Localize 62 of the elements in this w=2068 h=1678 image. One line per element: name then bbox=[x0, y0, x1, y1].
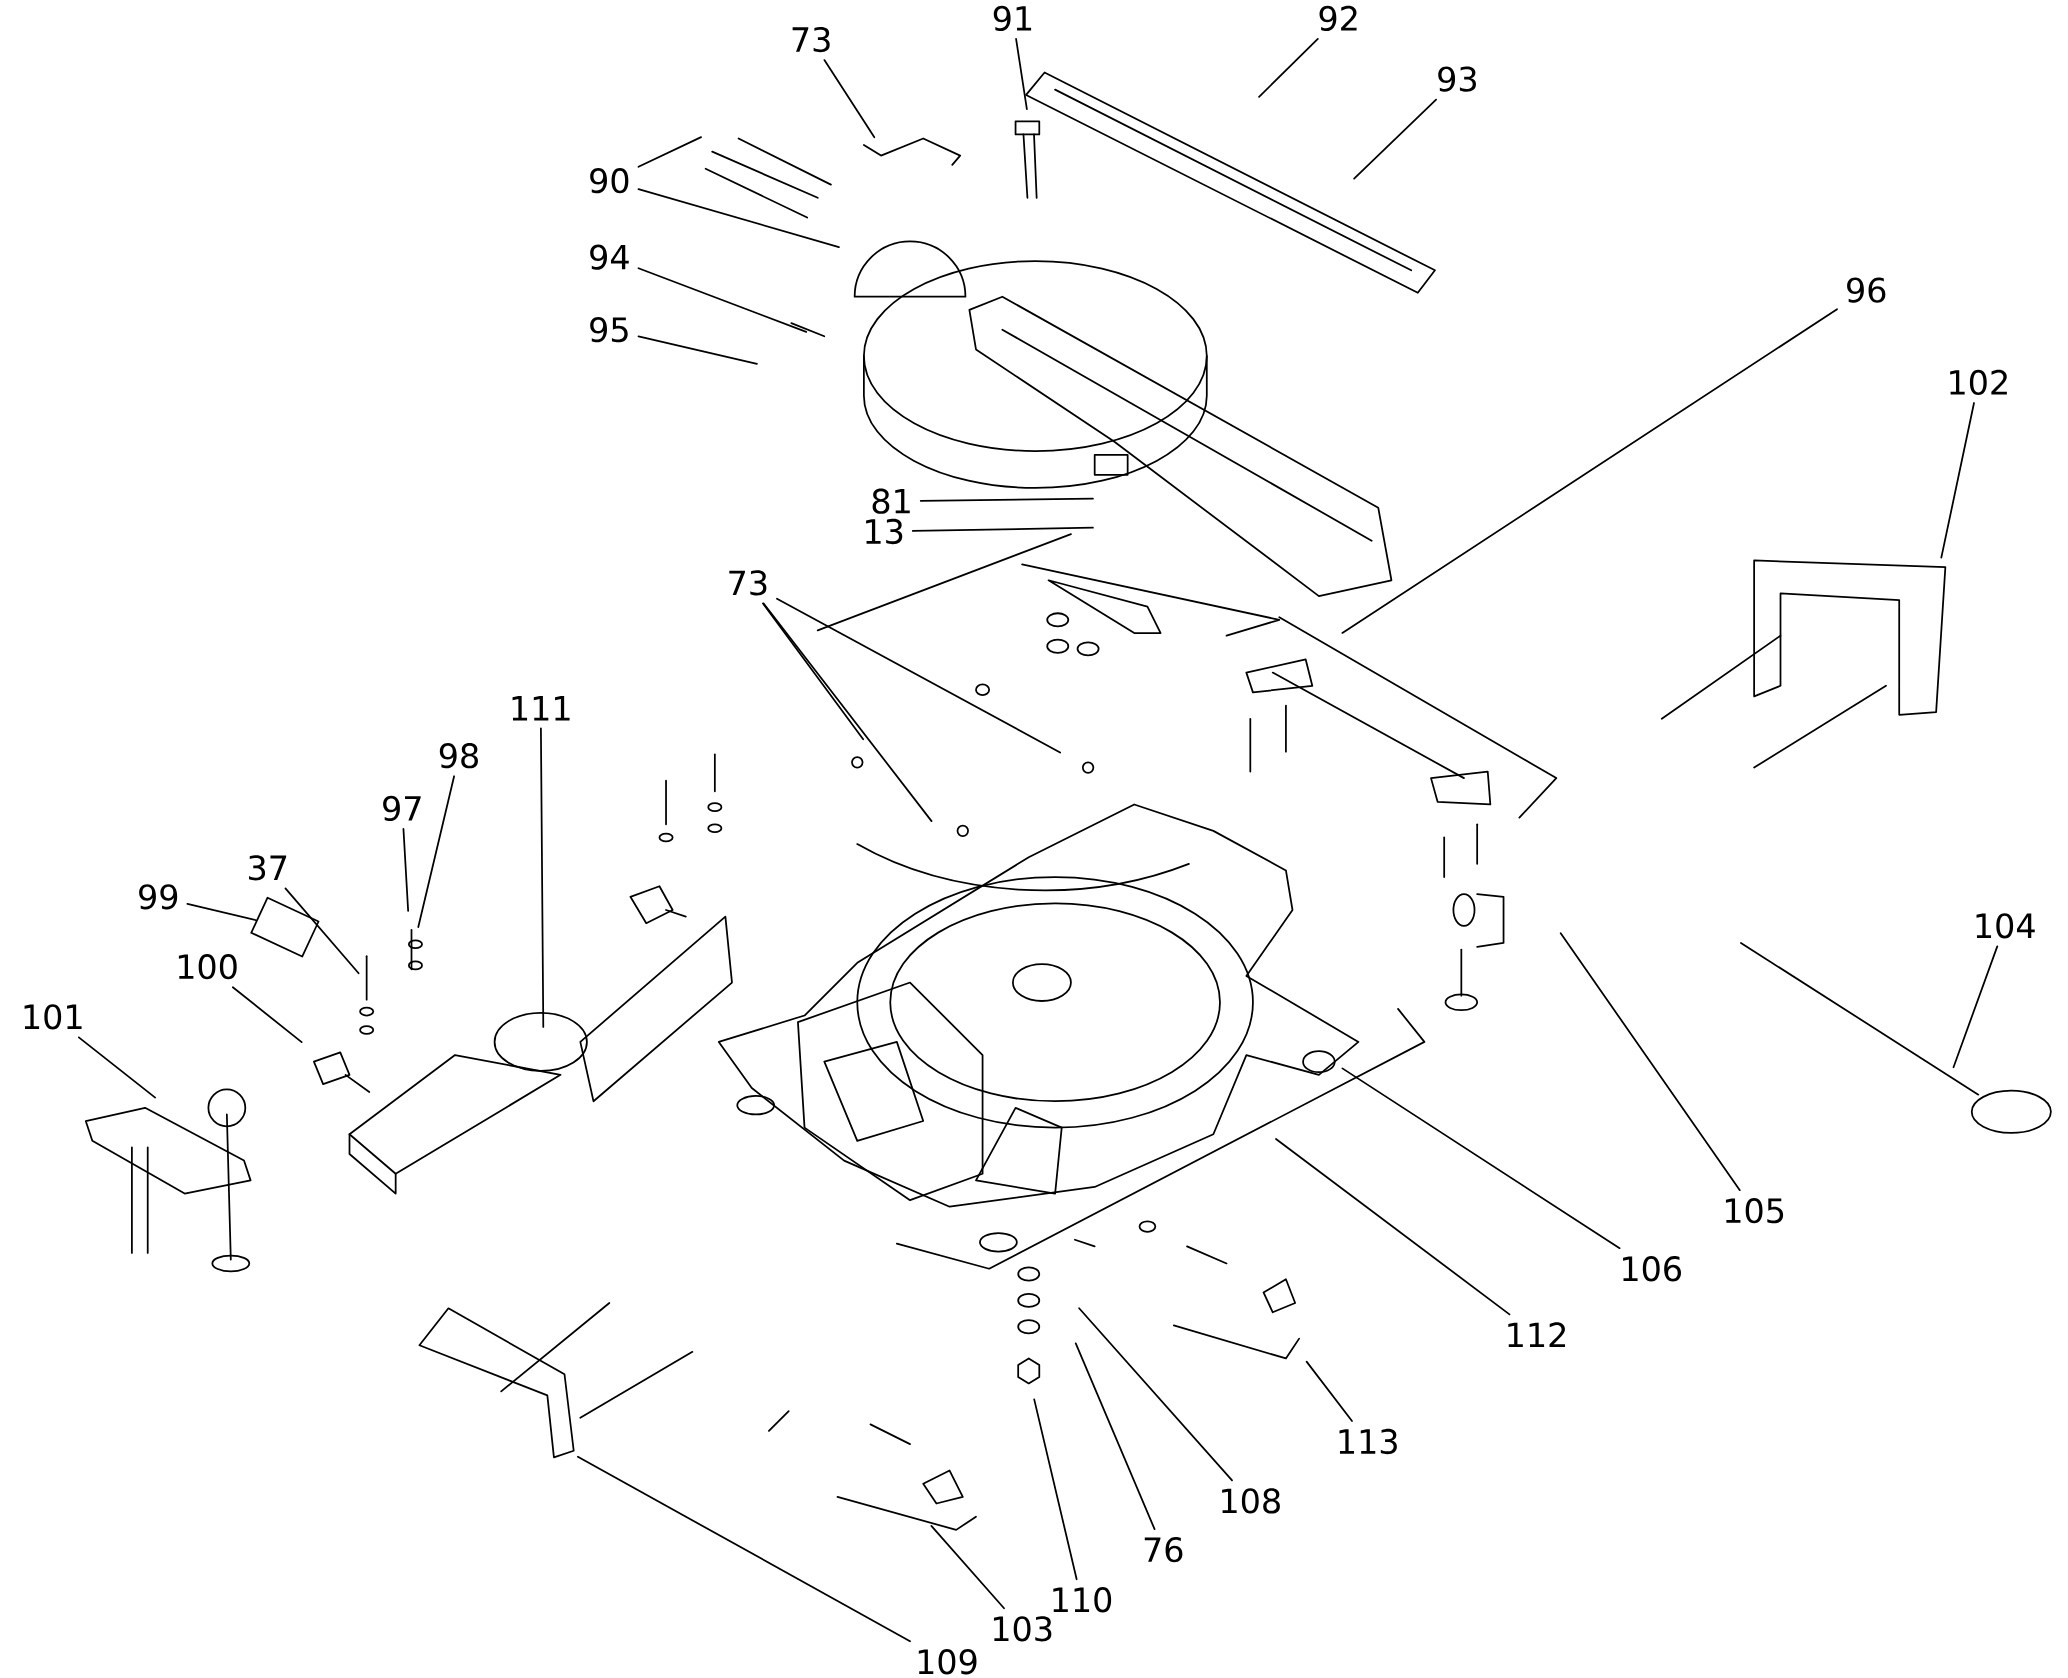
leader-line bbox=[911, 527, 1094, 533]
callout-number: 113 bbox=[1339, 1429, 1397, 1455]
callout-number: 94 bbox=[590, 244, 629, 270]
leader-line bbox=[1940, 402, 1975, 559]
leader-line bbox=[1275, 1138, 1511, 1316]
leader-line bbox=[417, 775, 455, 929]
callout-number: 98 bbox=[439, 743, 478, 769]
leader-line bbox=[577, 1456, 911, 1643]
leader-line bbox=[637, 267, 808, 333]
callout-number: 100 bbox=[178, 954, 237, 980]
callout-number: 104 bbox=[1976, 913, 2035, 939]
leader-line bbox=[1078, 1307, 1233, 1482]
knob-drawing bbox=[250, 897, 320, 958]
leader-line bbox=[1952, 945, 1999, 1069]
leader-line bbox=[776, 598, 1061, 754]
callout-number: 103 bbox=[993, 1616, 1052, 1642]
callout-number: 92 bbox=[1319, 6, 1357, 32]
callout-number: 105 bbox=[1725, 1198, 1784, 1224]
callout-number: 13 bbox=[866, 519, 903, 545]
callout-number: 97 bbox=[383, 796, 421, 822]
callout-number: 111 bbox=[512, 696, 570, 721]
leader-line bbox=[1033, 1398, 1078, 1581]
leader-line bbox=[1341, 1067, 1621, 1250]
leader-line bbox=[231, 986, 303, 1044]
leader-line bbox=[186, 903, 257, 922]
callout-number: 109 bbox=[918, 1649, 977, 1675]
leader-line bbox=[1353, 98, 1437, 180]
leader-line bbox=[1015, 38, 1028, 111]
leader-line bbox=[1341, 308, 1838, 634]
leader-line bbox=[540, 727, 545, 1029]
leader-line bbox=[284, 887, 360, 975]
callout-number: 102 bbox=[1950, 370, 2007, 396]
leader-line bbox=[77, 1036, 157, 1099]
callout-number: 81 bbox=[872, 488, 910, 514]
leader-line bbox=[919, 498, 1094, 502]
callout-number: 99 bbox=[139, 884, 178, 910]
leader-line bbox=[637, 136, 702, 168]
callout-number: 101 bbox=[24, 1004, 82, 1030]
leader-line bbox=[637, 335, 758, 365]
leader-line bbox=[1258, 38, 1319, 98]
callout-number: 106 bbox=[1623, 1256, 1681, 1282]
leader-line bbox=[762, 602, 865, 741]
leader-line bbox=[823, 59, 876, 139]
callout-number: 110 bbox=[1053, 1587, 1112, 1613]
leader-line bbox=[402, 828, 410, 912]
callout-number: 73 bbox=[792, 27, 830, 53]
leader-line bbox=[1305, 1360, 1353, 1423]
callout-number: 90 bbox=[590, 168, 629, 194]
callout-number: 112 bbox=[1508, 1322, 1566, 1348]
leader-line bbox=[762, 602, 933, 823]
callout-number: 76 bbox=[1144, 1537, 1183, 1563]
callout-number: 91 bbox=[993, 6, 1032, 32]
leader-line bbox=[1074, 1342, 1156, 1531]
callout-number: 95 bbox=[590, 317, 628, 343]
callout-number: 108 bbox=[1222, 1488, 1280, 1514]
callout-number: 37 bbox=[249, 855, 287, 881]
callout-number: 96 bbox=[1847, 277, 1886, 303]
leader-line bbox=[637, 188, 840, 249]
leader-line bbox=[1559, 932, 1741, 1192]
leader-line bbox=[930, 1525, 1005, 1610]
callout-number: 93 bbox=[1438, 66, 1476, 92]
callout-number: 73 bbox=[729, 570, 767, 596]
